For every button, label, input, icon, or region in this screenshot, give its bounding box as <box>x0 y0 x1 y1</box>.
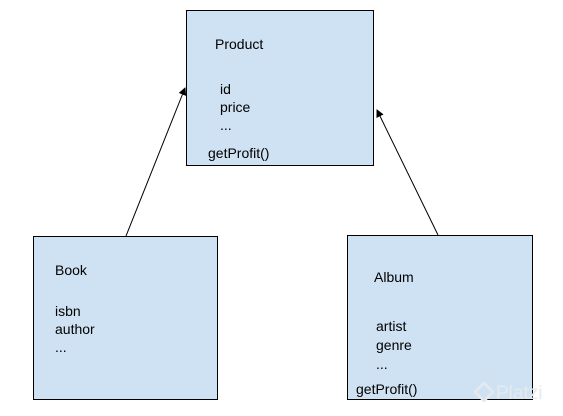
album-class-box[interactable]: Album artist genre ... getProfit() <box>347 235 533 400</box>
product-attribute: price <box>220 99 251 115</box>
album-attribute: genre <box>376 337 412 353</box>
book-class-box[interactable]: Book isbn author ... <box>33 236 218 400</box>
book-attribute: author <box>55 321 95 337</box>
album-to-product-arrow <box>376 109 439 236</box>
product-method: getProfit() <box>208 145 270 161</box>
album-attribute: ... <box>376 356 388 372</box>
book-to-product-arrow <box>125 87 187 237</box>
book-class-title: Book <box>55 262 87 278</box>
product-class-box[interactable]: Product id price ... getProfit() <box>186 10 374 166</box>
book-attribute: isbn <box>55 303 81 319</box>
album-attribute: artist <box>376 318 407 334</box>
watermark-text: Platzi <box>496 383 543 404</box>
product-class-title: Product <box>215 36 264 52</box>
product-attribute: id <box>220 81 231 97</box>
album-method: getProfit() <box>356 381 418 397</box>
album-class-title: Album <box>374 269 414 285</box>
platzi-logo-icon <box>474 382 494 403</box>
book-attribute: ... <box>55 339 67 355</box>
product-attribute: ... <box>220 117 232 133</box>
